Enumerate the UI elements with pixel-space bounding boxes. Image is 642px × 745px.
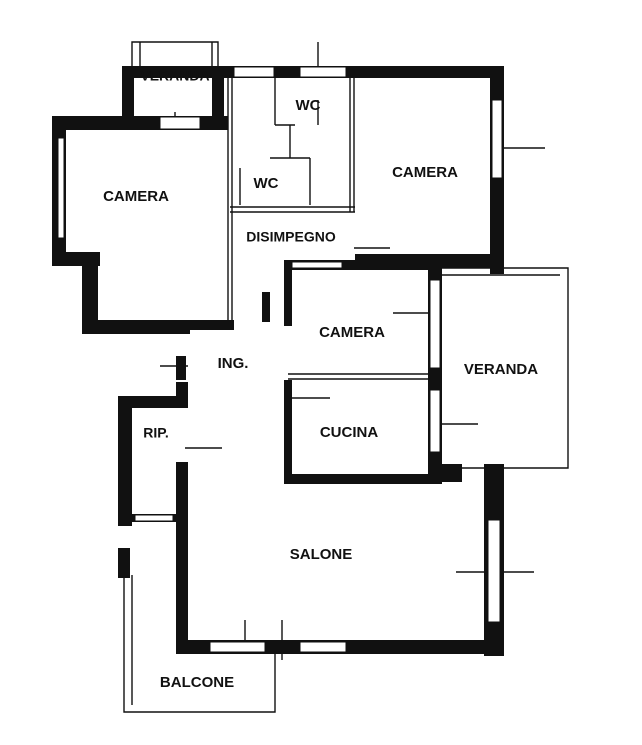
- label-veranda-right: VERANDA: [464, 361, 538, 378]
- wall-top-left: [122, 66, 232, 78]
- wall-rip-top: [118, 396, 188, 408]
- balcone-outline: [123, 575, 276, 713]
- wall-top: [228, 66, 500, 78]
- label-veranda-top: VERANDA: [140, 68, 209, 84]
- label-cucina: CUCINA: [320, 424, 378, 441]
- label-camera-left: CAMERA: [103, 188, 169, 205]
- label-ripostiglio: RIP.: [143, 425, 168, 441]
- wall-center-top: [284, 260, 440, 270]
- label-balcone: BALCONE: [160, 674, 234, 691]
- wall-left-bottom: [82, 320, 190, 334]
- label-camera-center: CAMERA: [319, 324, 385, 341]
- wall-salone-left: [176, 462, 188, 654]
- wall-center-bottom: [284, 474, 442, 484]
- label-camera-right: CAMERA: [392, 164, 458, 181]
- label-wc-upper: WC: [296, 97, 321, 114]
- room-labels: VERANDA WC WC CAMERA CAMERA DISIMPEGNO C…: [103, 68, 538, 691]
- wall-rip-left: [118, 396, 132, 526]
- label-salone: SALONE: [290, 546, 353, 563]
- openings: [57, 66, 503, 653]
- label-ingresso: ING.: [218, 355, 249, 372]
- label-disimpegno: DISIMPEGNO: [246, 229, 336, 245]
- label-wc-lower: WC: [254, 175, 279, 192]
- wall-left-camera-top: [52, 116, 228, 130]
